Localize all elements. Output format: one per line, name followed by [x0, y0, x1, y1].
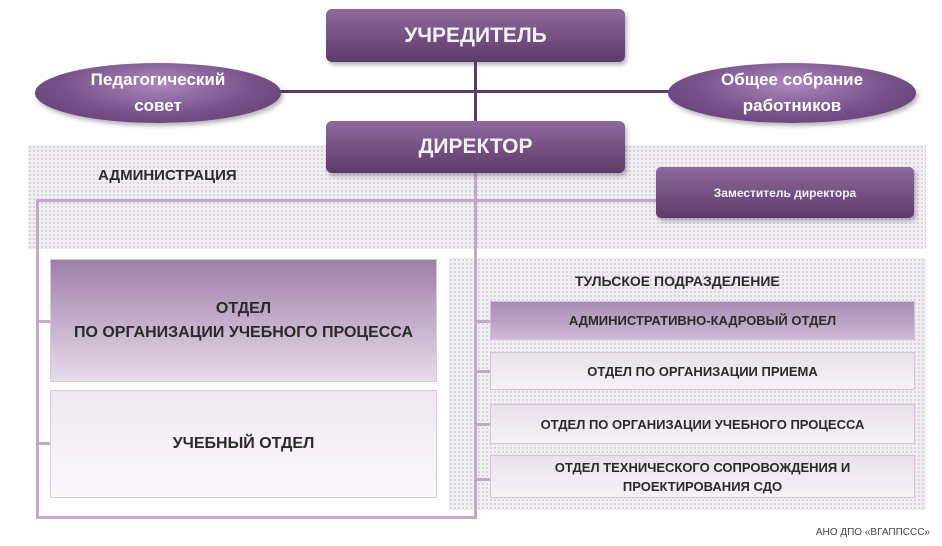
director-label: ДИРЕКТОР [418, 135, 533, 158]
connector-councils [280, 90, 670, 93]
connector-tula-spine [474, 320, 477, 490]
connector-tula-branch-2 [474, 370, 490, 373]
connector-bottom [36, 516, 477, 519]
connector-left-branch-2 [36, 442, 50, 445]
tula-dept-lms-support: ОТДЕЛ ТЕХНИЧЕСКОГО СОПРОВОЖДЕНИЯ И ПРОЕК… [490, 455, 915, 498]
tula-dept-lms-support-line1: ОТДЕЛ ТЕХНИЧЕСКОГО СОПРОВОЖДЕНИЯ И [554, 459, 851, 475]
study-department: УЧЕБНЫЙ ОТДЕЛ [50, 390, 437, 498]
tula-dept-admin-hr: АДМИНИСТРАТИВНО-КАДРОВЫЙ ОТДЕЛ [490, 301, 915, 340]
study-department-label: УЧЕБНЫЙ ОТДЕЛ [172, 435, 315, 452]
ped-council-oval: Педагогический совет [35, 63, 281, 123]
director-box: ДИРЕКТОР [326, 121, 625, 173]
org-process-department: ОТДЕЛ ПО ОРГАНИЗАЦИИ УЧЕБНОГО ПРОЦЕССА [50, 259, 437, 382]
founder-box: УЧРЕДИТЕЛЬ [326, 9, 625, 62]
deputy-director-box: Заместитель директора [656, 167, 914, 218]
org-process-line2: ПО ОРГАНИЗАЦИИ УЧЕБНОГО ПРОЦЕССА [73, 323, 414, 341]
connector-to-deputy [36, 199, 658, 202]
ped-council-line2: совет [134, 96, 182, 115]
tula-dept-admin-hr-label: АДМИНИСТРАТИВНО-КАДРОВЫЙ ОТДЕЛ [568, 313, 837, 328]
connector-tula-branch-1 [474, 320, 490, 323]
connector-tula-branch-3 [474, 423, 490, 426]
connector-left-branch-1 [36, 320, 50, 323]
ped-council-line1: Педагогический [90, 70, 226, 89]
founder-label: УЧРЕДИТЕЛЬ [404, 23, 547, 47]
deputy-director-label: Заместитель директора [713, 185, 857, 200]
connector-left-spine [36, 199, 39, 519]
tula-dept-study-process: ОТДЕЛ ПО ОРГАНИЗАЦИИ УЧЕБНОГО ПРОЦЕССА [490, 404, 915, 444]
general-meeting-oval: Общее собрание работников [668, 63, 916, 123]
general-meeting-line1: Общее собрание [720, 70, 864, 89]
administration-title: АДМИНИСТРАЦИЯ [98, 167, 237, 184]
tula-dept-study-process-label: ОТДЕЛ ПО ОРГАНИЗАЦИИ УЧЕБНОГО ПРОЦЕССА [540, 416, 865, 432]
org-process-line1: ОТДЕЛ [215, 299, 272, 317]
footer-organization: АНО ДПО «ВГАППССС» [815, 527, 930, 538]
tula-dept-lms-support-line2: ПРОЕКТИРОВАНИЯ СДО [622, 478, 783, 494]
tula-title: ТУЛЬСКОЕ ПОДРАЗДЕЛЕНИЕ [575, 273, 780, 289]
tula-dept-admission-label: ОТДЕЛ ПО ОРГАНИЗАЦИИ ПРИЕМА [587, 363, 818, 379]
connector-tula-branch-4 [474, 478, 490, 481]
general-meeting-line2: работников [742, 96, 842, 115]
tula-dept-admission: ОТДЕЛ ПО ОРГАНИЗАЦИИ ПРИЕМА [490, 352, 915, 390]
